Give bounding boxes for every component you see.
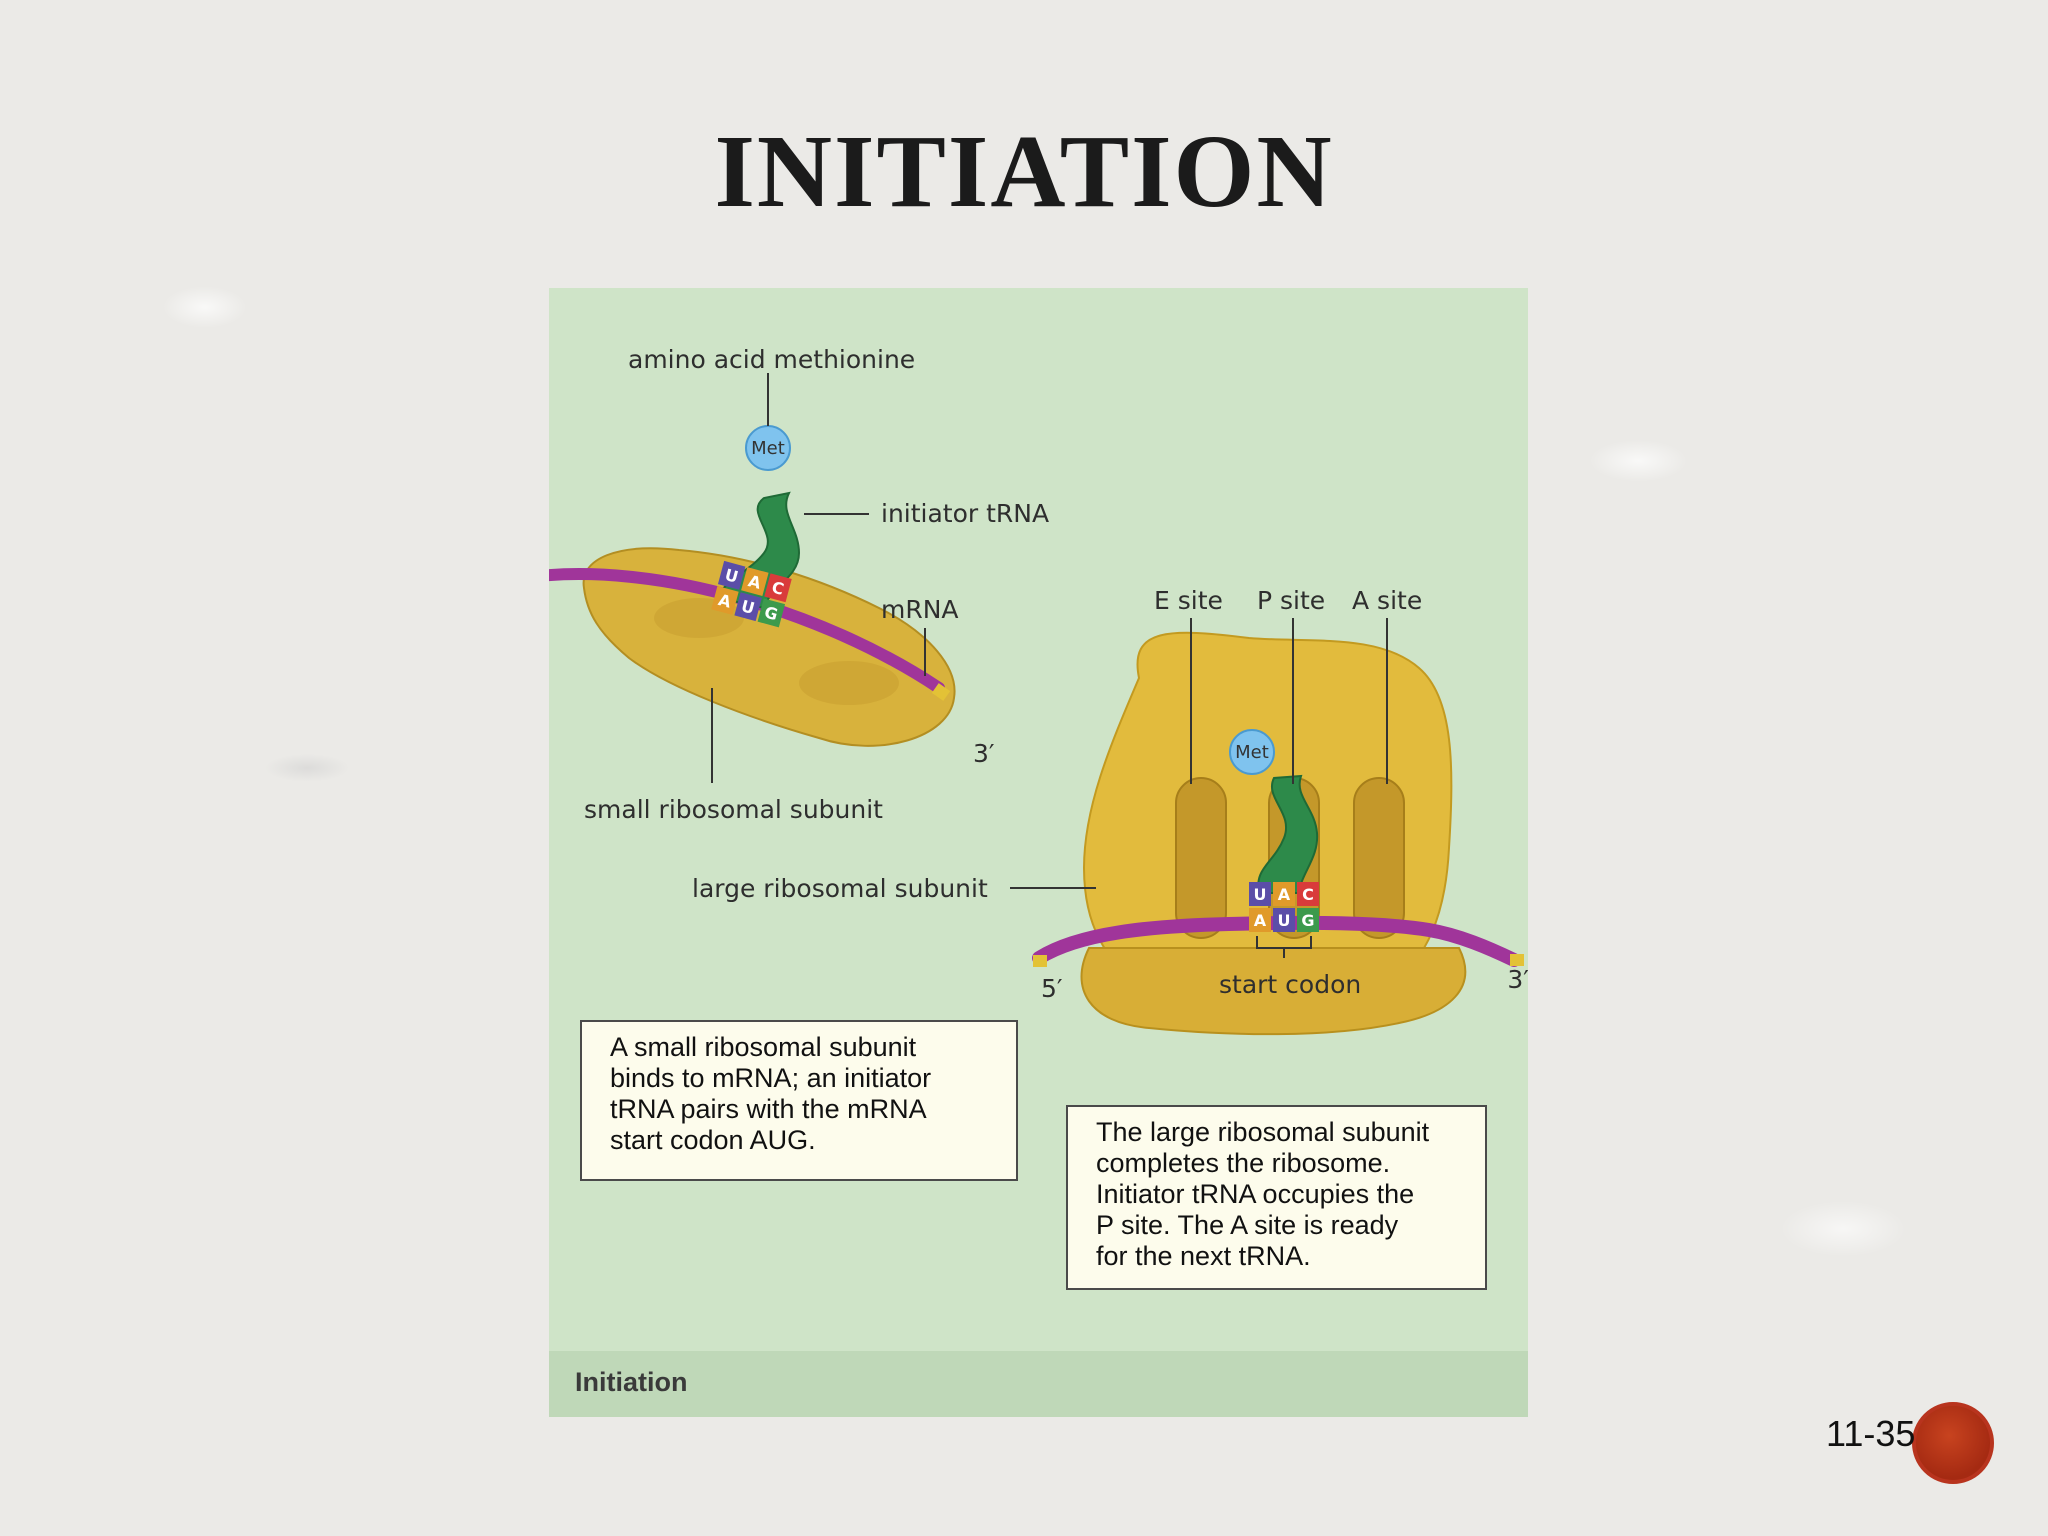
translation-diagram: Met U A C A U G amino acid methionine in… bbox=[549, 345, 1528, 1036]
five-prime-label-right: 5′ bbox=[1041, 974, 1063, 1003]
anticodon-letter: U bbox=[723, 565, 740, 587]
caption-line: completes the ribosome. bbox=[1096, 1148, 1391, 1178]
caption-right: The large ribosomal subunit completes th… bbox=[1066, 1105, 1487, 1290]
initiator-trna-label: initiator tRNA bbox=[881, 499, 1049, 528]
initiation-figure: Met U A C A U G amino acid methionine in… bbox=[549, 288, 1528, 1417]
codon-letter: G bbox=[762, 602, 780, 624]
amino-acid-label: amino acid methionine bbox=[628, 345, 915, 374]
caption-line: Initiator tRNA occupies the bbox=[1096, 1179, 1415, 1209]
caption-line: A small ribosomal subunit bbox=[610, 1032, 917, 1062]
small-subunit-bottom bbox=[1080, 947, 1467, 1036]
e-site-label: E site bbox=[1154, 586, 1223, 615]
p-site-label: P site bbox=[1257, 586, 1325, 615]
met-label-right: Met bbox=[1235, 742, 1269, 763]
met-label-left: Met bbox=[751, 438, 785, 459]
caption-line: binds to mRNA; an initiator bbox=[610, 1063, 932, 1093]
codon-letter: A bbox=[716, 590, 733, 612]
page-number: 11-35 bbox=[1826, 1413, 1916, 1454]
caption-line: P site. The A site is ready bbox=[1096, 1210, 1399, 1240]
caption-line: for the next tRNA. bbox=[1096, 1241, 1311, 1271]
codon-letter: A bbox=[1254, 911, 1267, 930]
mrna-label: mRNA bbox=[881, 595, 959, 624]
caption-left: A small ribosomal subunit binds to mRNA;… bbox=[580, 1020, 1018, 1181]
anticodon-letter: U bbox=[1254, 885, 1267, 904]
codon-letter: U bbox=[739, 596, 756, 618]
large-subunit-label: large ribosomal subunit bbox=[692, 874, 988, 903]
anticodon-letter: A bbox=[1278, 885, 1291, 904]
figure-footer: Initiation bbox=[549, 1351, 1528, 1417]
caption-line: The large ribosomal subunit bbox=[1096, 1117, 1430, 1147]
slide-title: INITIATION bbox=[714, 114, 1334, 229]
anticodon-letter: C bbox=[1302, 885, 1314, 904]
codon-letter: U bbox=[1278, 911, 1291, 930]
small-subunit-label: small ribosomal subunit bbox=[584, 795, 883, 824]
codon-letter: G bbox=[1301, 911, 1314, 930]
page-badge-icon bbox=[1912, 1402, 1994, 1484]
figure-footer-label: Initiation bbox=[575, 1367, 688, 1397]
caption-line: tRNA pairs with the mRNA bbox=[610, 1094, 927, 1124]
three-prime-label-left: 3′ bbox=[973, 739, 995, 768]
three-prime-label-right: 3′ bbox=[1507, 965, 1528, 994]
start-codon-label: start codon bbox=[1219, 970, 1361, 999]
anticodon-letter: C bbox=[770, 578, 786, 599]
caption-line: start codon AUG. bbox=[610, 1125, 816, 1155]
anticodon-letter: A bbox=[746, 571, 763, 593]
met-icon-right bbox=[1229, 729, 1275, 775]
a-site-label: A site bbox=[1352, 586, 1422, 615]
